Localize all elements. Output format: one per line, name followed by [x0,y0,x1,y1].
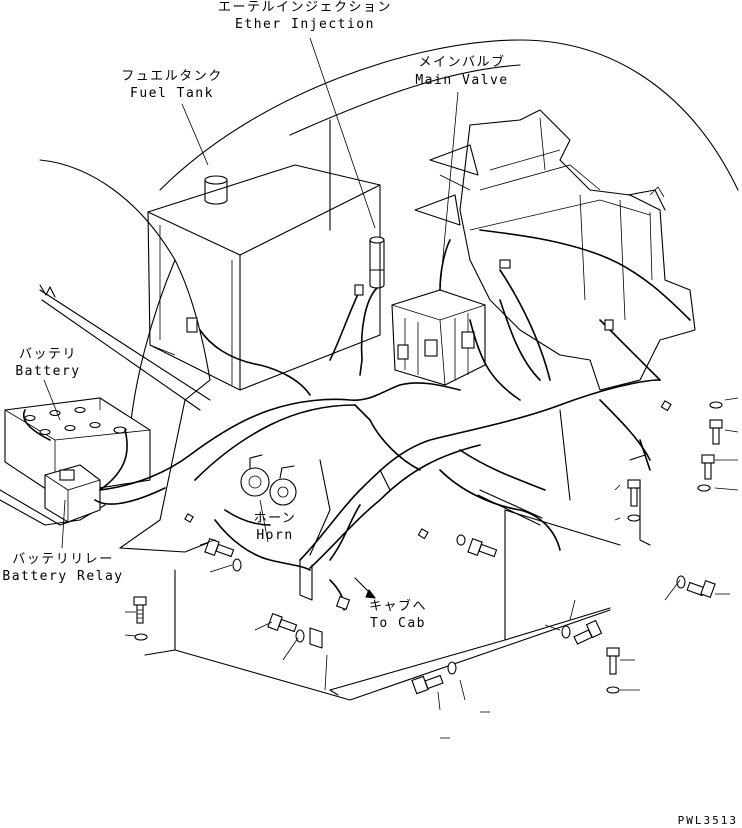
washer [295,629,305,643]
bolt [709,419,723,445]
bolt [204,538,235,558]
bolt [133,596,147,624]
battery [0,397,151,526]
horn [240,454,297,506]
bolt [573,619,603,645]
label-horn-en: Horn [256,528,293,543]
label-ether-jp: エーテルインジェクション [218,0,392,15]
washer [709,401,723,409]
washer [697,484,711,492]
ether-injection-unit [359,236,385,376]
label-main-valve-en: Main Valve [415,73,508,88]
bolt [606,647,620,675]
bolt [701,454,715,480]
washer [447,661,457,675]
engine-block [414,109,696,391]
label-battery-jp: バッテリ [19,347,77,362]
washer [561,625,571,639]
bolt [467,538,498,558]
label-to-cab-jp: キャブへ [369,598,427,614]
label-ether-en: Ether Injection [235,17,375,32]
washer [606,686,620,694]
battery-relay [44,464,101,523]
bolt [627,479,641,507]
bolt [686,580,716,598]
label-fuel-tank-en: Fuel Tank [130,86,214,101]
washer [456,534,466,546]
bolt [267,613,298,633]
label-battery-relay-jp: バッテリリレー [12,552,114,567]
drawing-number: PWL3513 [678,814,738,827]
fuel-tank [147,164,381,391]
main-valve [391,289,486,386]
washer [134,633,148,641]
label-battery-en: Battery [15,364,80,379]
label-fuel-tank-jp: フュエルタンク [121,69,223,84]
label-battery-relay-en: Battery Relay [2,569,123,584]
bolt [411,674,444,695]
label-horn-jp: ホーン [254,511,297,526]
label-main-valve-jp: メインバルブ [418,54,505,70]
fasteners [133,259,723,695]
washer [627,514,641,522]
body-outline [0,39,739,701]
label-to-cab-en: To Cab [370,616,426,631]
washer [676,575,686,589]
washer [232,558,242,572]
leader-lines [43,37,739,739]
wiring-harness [23,229,691,611]
